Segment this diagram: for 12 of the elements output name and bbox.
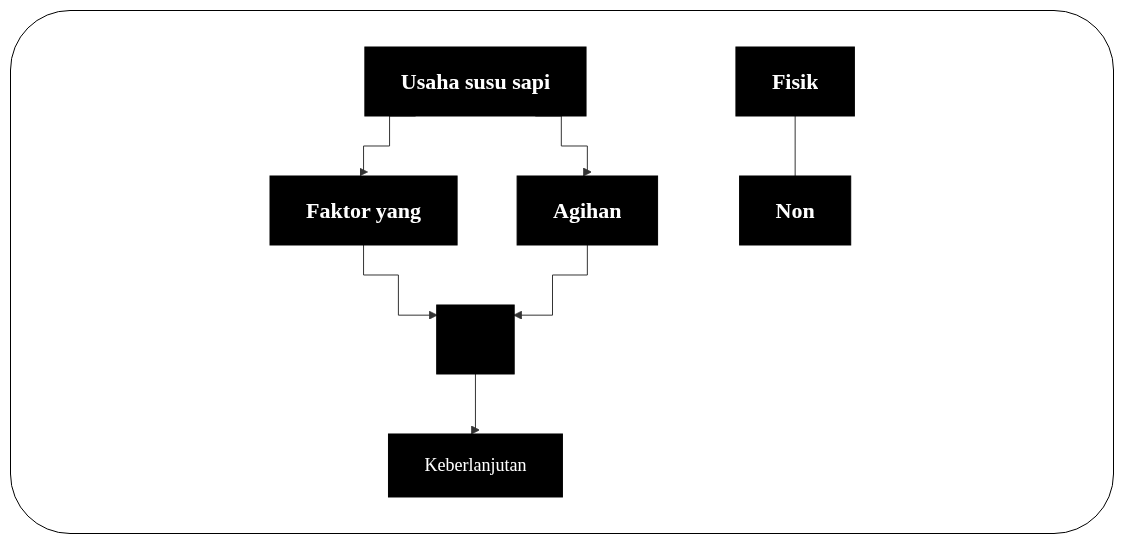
node-box (738, 175, 851, 246)
arrow (470, 373, 480, 435)
arrow (362, 244, 438, 320)
node-box (364, 46, 587, 117)
node-box (735, 46, 855, 117)
connector (794, 115, 796, 177)
node-box (269, 175, 458, 246)
node-box (387, 433, 563, 498)
node-box (436, 304, 515, 375)
rounded-frame: Usaha susu sapi Faktor yang Agihan Fisik Non Keberlanjutan (10, 10, 1114, 534)
arrow (513, 244, 588, 320)
node-box (516, 175, 658, 246)
